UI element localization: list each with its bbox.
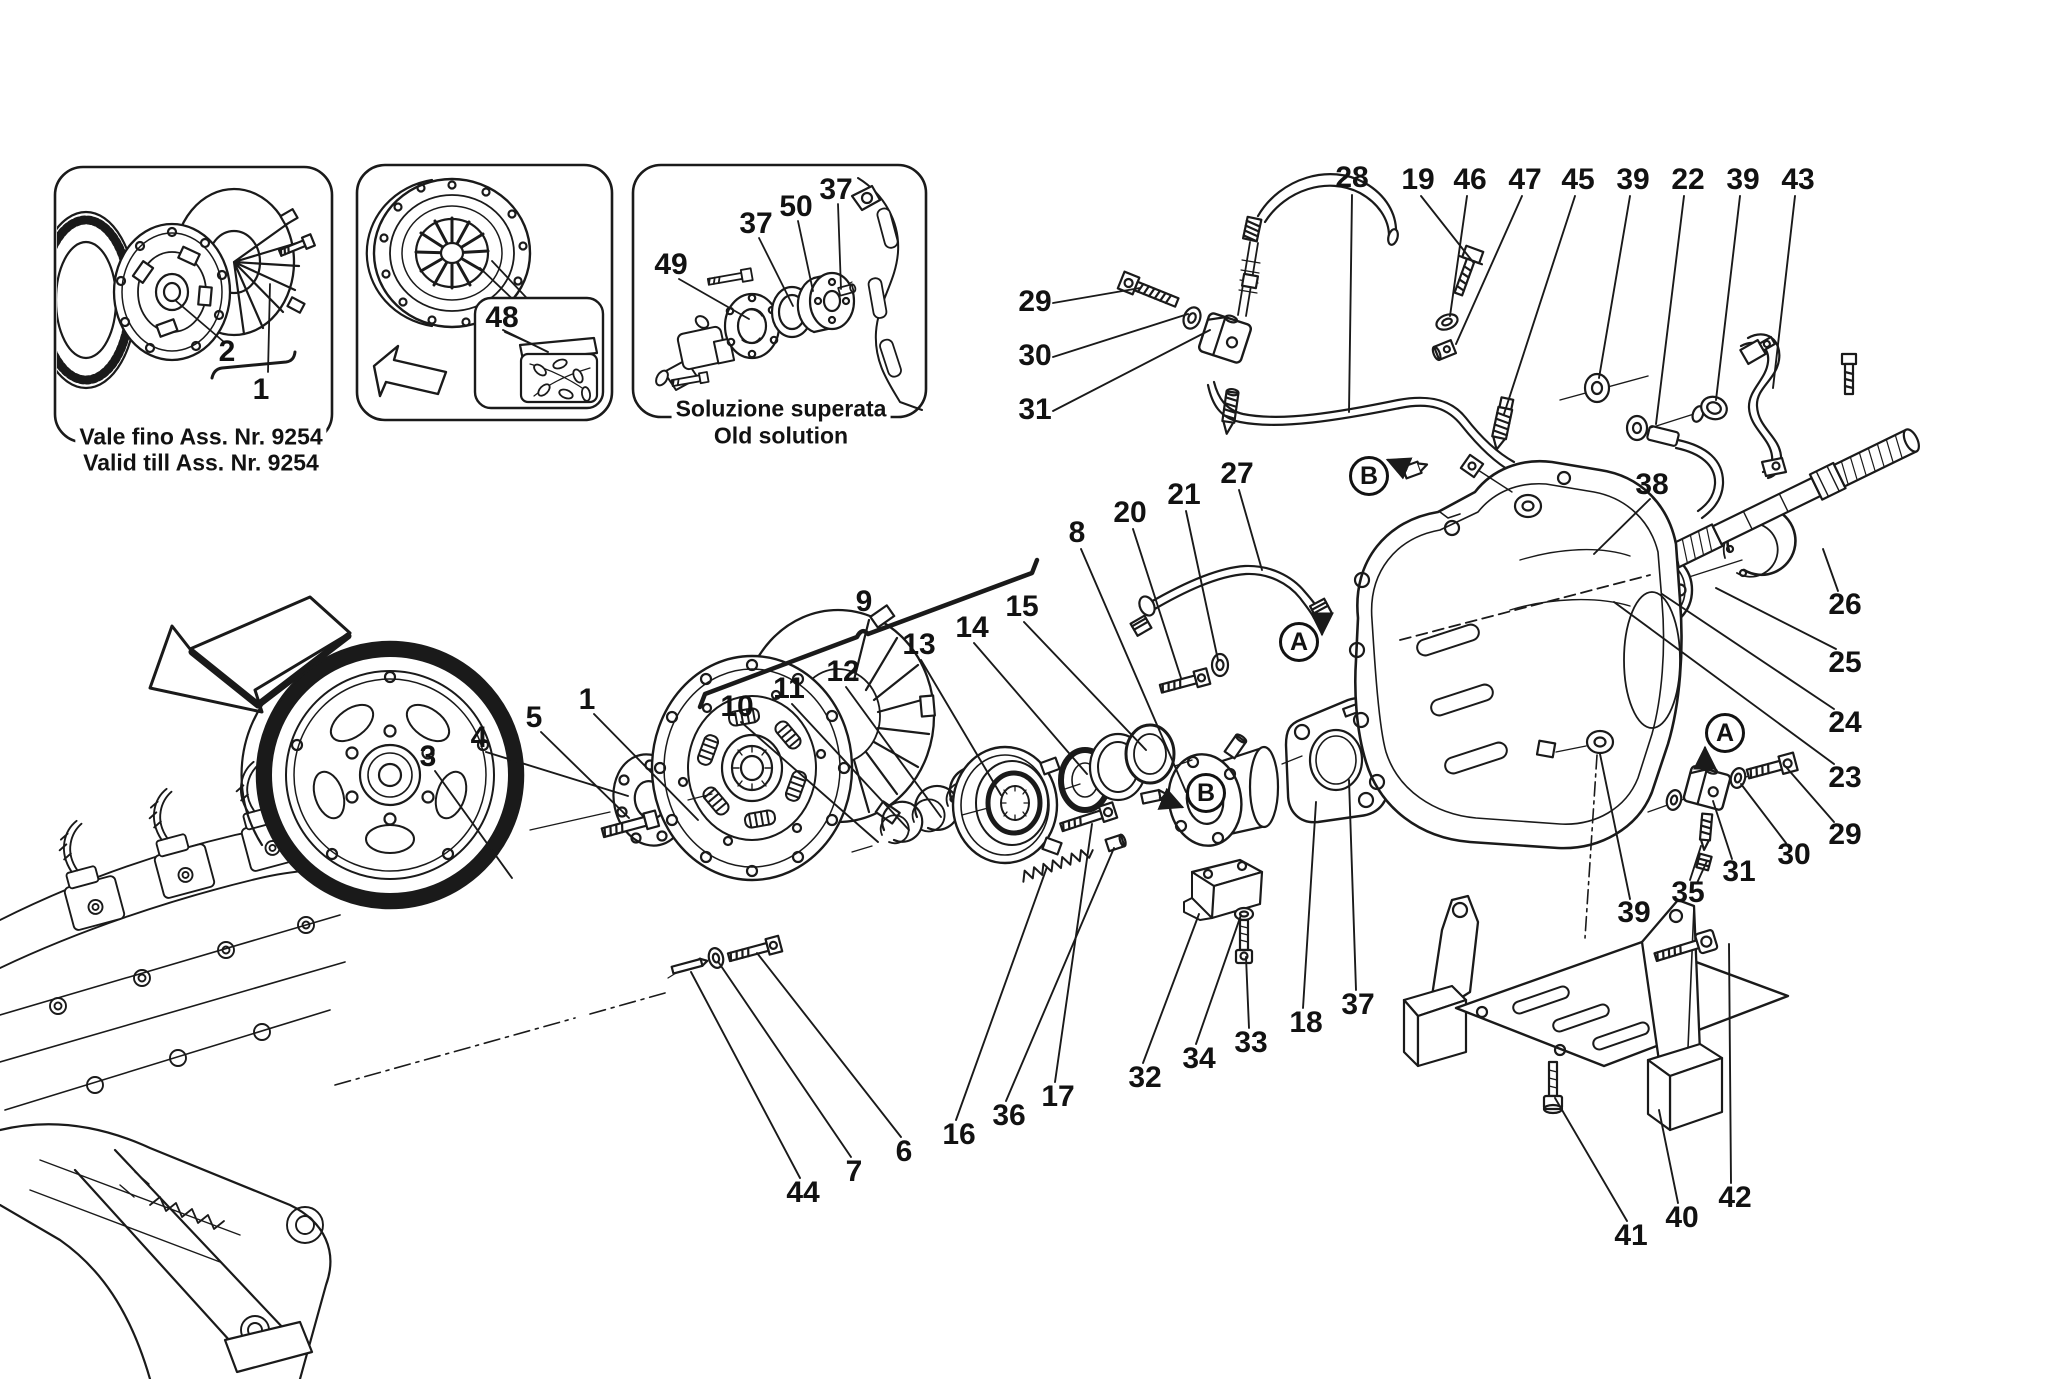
inset1-clutch-drawing [57, 187, 316, 390]
bolt-5-drawing [600, 809, 661, 839]
caption-old-solution-it: Soluzione superata [671, 395, 891, 423]
fitting-b-drawing [1385, 457, 1429, 480]
seal-rings-drawing [1058, 723, 1176, 813]
leader-lines [434, 194, 1839, 1222]
right-union-drawing [1647, 745, 1799, 872]
inset2-springs-kit-drawing [365, 177, 605, 410]
b-arrow [1157, 787, 1185, 810]
caption-valid-till-en: Valid till Ass. Nr. 9254 [79, 449, 323, 477]
axis-lines [529, 755, 1303, 853]
clutch-disc-drawing [650, 604, 936, 882]
inset3-old-solution-drawing [655, 177, 923, 411]
pin-washer-bolt-drawing [667, 934, 784, 979]
pipe-27-drawing [1129, 564, 1334, 637]
bolt-17-drawing [1059, 801, 1119, 833]
inset-box-springs-kit [355, 163, 614, 422]
support-bracket-drawing [1402, 894, 1790, 1132]
sleeve-36-drawing [1104, 833, 1127, 853]
caption-valid-till-it: Vale fino Ass. Nr. 9254 [75, 423, 327, 451]
engine-block-drawing [0, 760, 355, 1379]
spring-drawing [1022, 849, 1094, 883]
bolt-20-drawing [1158, 667, 1212, 694]
release-bearing-drawing [951, 745, 1063, 865]
caption-old-solution-en: Old solution [709, 422, 853, 450]
left-union-drawing [1116, 173, 1516, 474]
group-9-brace [697, 557, 1040, 710]
bleed-hardware-drawing [1431, 244, 1515, 451]
washer-21-drawing [1210, 652, 1230, 678]
sensor-bracket-drawing [1183, 858, 1264, 965]
flywheel-drawing [240, 640, 525, 910]
bell-housing-drawing [1348, 453, 1683, 939]
